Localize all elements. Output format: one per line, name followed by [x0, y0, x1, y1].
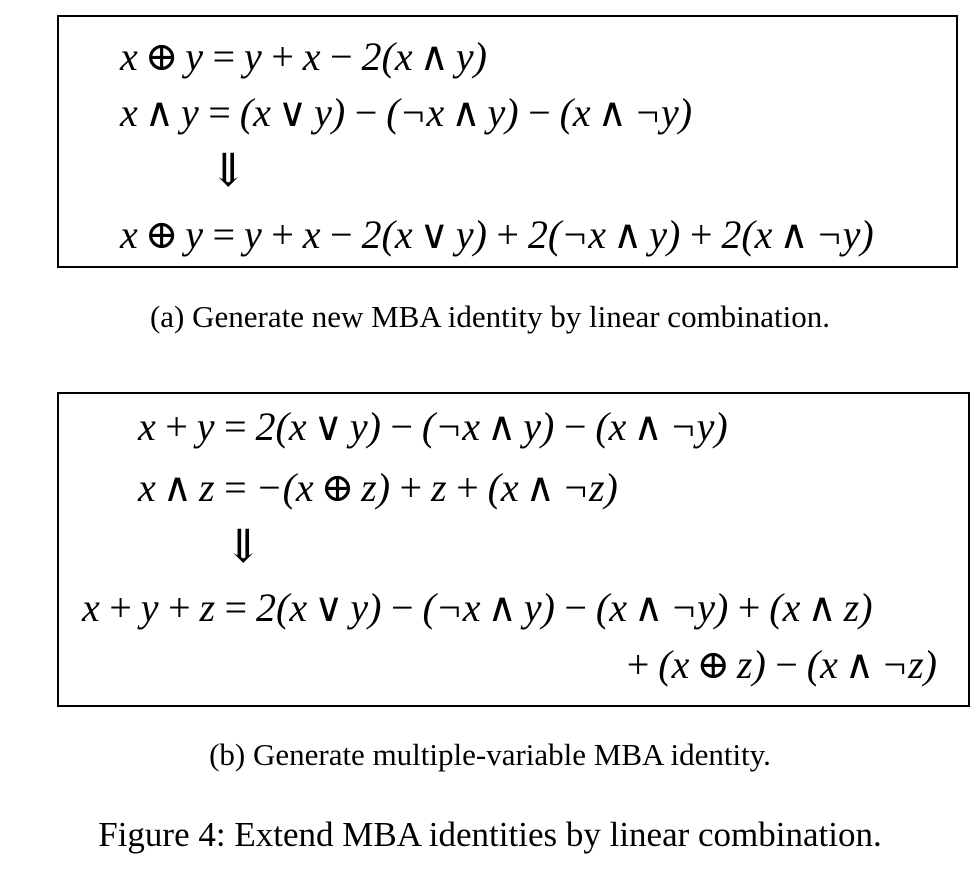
implies-double-down-arrow-icon: ⇓	[209, 145, 248, 196]
eq-b-premise-1: x + y = 2(x ∨ y) − (¬x ∧ y) − (x ∧ ¬y)	[138, 404, 728, 449]
eq-a-result: x ⊕ y = y + x − 2(x ∨ y) + 2(¬x ∧ y) + 2…	[120, 212, 874, 257]
eq-b-premise-2: x ∧ z = −(x ⊕ z) + z + (x ∧ ¬z)	[138, 465, 618, 510]
subcaption-b: (b) Generate multiple-variable MBA ident…	[209, 737, 771, 772]
figure-caption: Figure 4: Extend MBA identities by linea…	[98, 815, 882, 854]
identity-box-a: x ⊕ y = y + x − 2(x ∧ y) x ∧ y = (x ∨ y)…	[57, 15, 958, 268]
subcaption-a: (a) Generate new MBA identity by linear …	[149, 299, 831, 334]
identity-box-b: x + y = 2(x ∨ y) − (¬x ∧ y) − (x ∧ ¬y) x…	[57, 392, 970, 707]
eq-b-result-line-1: x + y + z = 2(x ∨ y) − (¬x ∧ y) − (x ∧ ¬…	[82, 585, 873, 630]
eq-a-premise-2: x ∧ y = (x ∨ y) − (¬x ∧ y) − (x ∧ ¬y)	[120, 90, 693, 135]
eq-a-premise-1: x ⊕ y = y + x − 2(x ∧ y)	[120, 34, 487, 79]
eq-b-result-line-2: + (x ⊕ z) − (x ∧ ¬z)	[624, 642, 937, 687]
implies-double-down-arrow-icon: ⇓	[224, 521, 263, 572]
